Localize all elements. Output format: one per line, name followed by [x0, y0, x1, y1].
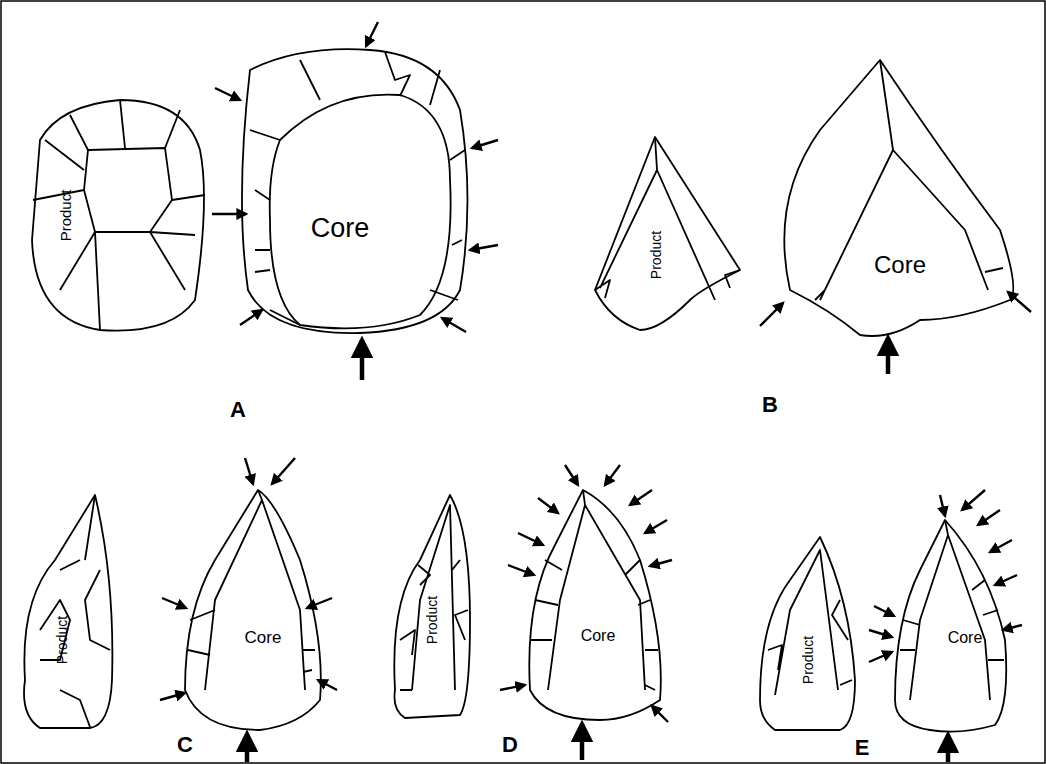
- panel-letter: C: [177, 732, 193, 758]
- core-label: Core: [948, 629, 983, 647]
- product-label: Product: [648, 231, 664, 279]
- panel-letter: E: [855, 735, 870, 761]
- outlines: [24, 49, 1013, 732]
- product-flake: Product: [54, 616, 70, 664]
- core-label: Core: [874, 251, 926, 279]
- product-label: Product: [54, 616, 70, 664]
- product-flake: Product: [424, 596, 440, 644]
- core: Core: [581, 627, 616, 645]
- core: Core: [311, 213, 370, 244]
- main-strike-arrows: [247, 338, 948, 762]
- core: Core: [245, 628, 282, 648]
- product-label: Product: [800, 636, 816, 684]
- product-flake: Product: [57, 189, 74, 241]
- panel-letter: D: [502, 732, 518, 758]
- strike-arrows: [160, 22, 1031, 722]
- product-label: Product: [57, 189, 74, 241]
- core-label: Core: [245, 628, 282, 648]
- panel-letter: A: [230, 397, 246, 423]
- product-flake: Product: [648, 231, 664, 279]
- core: Core: [874, 251, 926, 279]
- panel-letter: B: [762, 392, 778, 418]
- core: Core: [948, 629, 983, 647]
- core-label: Core: [311, 213, 370, 244]
- product-flake: Product: [800, 636, 816, 684]
- core-label: Core: [581, 627, 616, 645]
- product-label: Product: [424, 596, 440, 644]
